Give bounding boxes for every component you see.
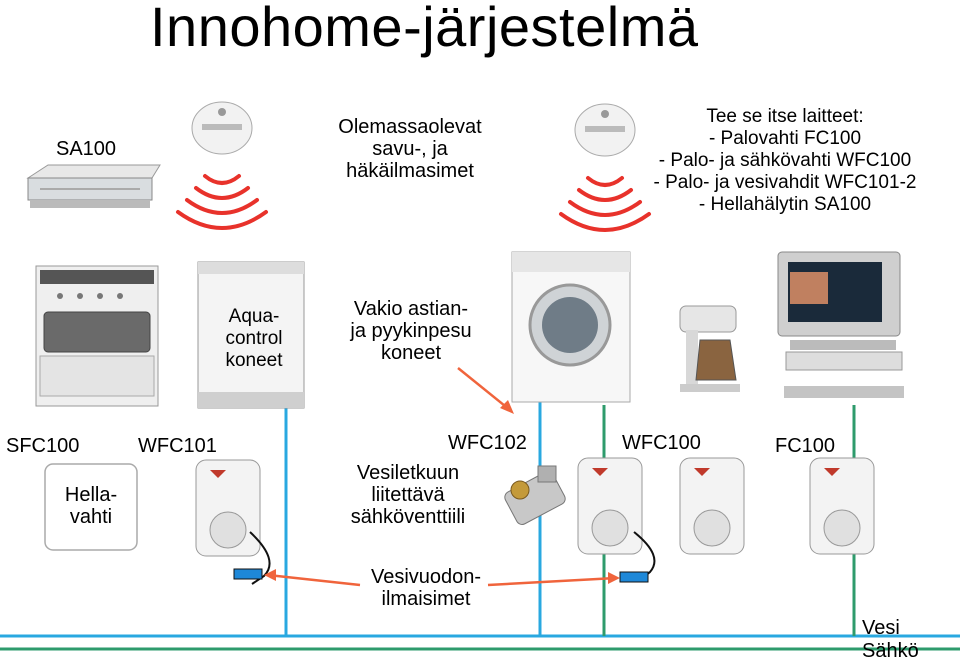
stove [35, 265, 159, 407]
label-wfc100: WFC100 [622, 432, 701, 454]
electric-valve [504, 465, 566, 525]
label-existing-alarms: Olemassaolevat savu-, ja häkäilmasimet [338, 116, 482, 182]
smoke-detector-2 [574, 103, 636, 157]
label-standard-machines: Vakio astian- ja pyykinpesu koneet [350, 298, 472, 364]
arrow-head-leak-2 [608, 572, 620, 584]
label-aquacontrol: Aqua- control koneet [225, 306, 283, 371]
plug-wfc102 [577, 457, 643, 555]
plug-fc100 [809, 457, 875, 555]
label-sfc100: SFC100 [6, 435, 80, 457]
leak-sensor-2 [619, 571, 649, 583]
label-hellavahti: Hella- vahti [64, 484, 118, 528]
washing-machine [511, 251, 631, 403]
arrow-leak-1 [267, 573, 361, 587]
plug-wfc100 [679, 457, 745, 555]
cooker-hood-sa100 [26, 164, 161, 208]
signal-waves-2 [559, 176, 651, 232]
dishwasher [197, 261, 305, 409]
signal-waves-1 [176, 174, 268, 230]
leak-sensor-1 [233, 568, 263, 580]
arrow-standard-machines [457, 367, 511, 411]
smoke-detector-1 [191, 101, 253, 155]
tv-set [777, 251, 904, 398]
label-valve: Vesiletkuun liitettävä sähköventtiili [350, 462, 466, 528]
sensor-cable-1 [249, 531, 271, 585]
label-wfc101: WFC101 [138, 435, 217, 457]
coffee-maker [679, 305, 740, 392]
page-title: Innohome-järjestelmä [150, 0, 699, 58]
label-electricity: Sähkö [862, 640, 919, 662]
label-fc100: FC100 [775, 435, 836, 457]
plug-wfc101 [195, 459, 261, 557]
arrow-head-standard-machines [500, 400, 514, 414]
label-water: Vesi [862, 617, 900, 639]
label-sa100-top: SA100 [56, 138, 117, 160]
sensor-cable-2 [633, 531, 656, 581]
label-wfc102: WFC102 [448, 432, 527, 454]
arrow-leak-2 [487, 576, 617, 587]
label-leak-detectors: Vesivuodon- ilmaisimet [370, 566, 482, 610]
arrow-head-leak-1 [264, 569, 276, 581]
label-diy-devices: Tee se itse laitteet: - Palovahti FC100 … [653, 106, 917, 215]
hellavahti-box [44, 463, 138, 551]
